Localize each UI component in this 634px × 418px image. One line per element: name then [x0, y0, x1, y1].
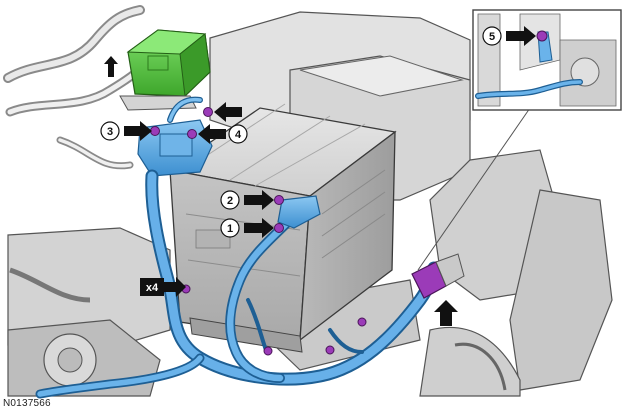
- arrows: [104, 26, 536, 326]
- callout-3-label: 3: [107, 126, 113, 138]
- arrow-2: [244, 190, 274, 210]
- callout-5: 5: [482, 26, 502, 46]
- quantity-tag-label: x4: [146, 282, 159, 294]
- battery: [168, 103, 397, 353]
- arrow-3: [124, 121, 152, 141]
- clip-c: [325, 345, 335, 355]
- arrow-x4: [164, 277, 186, 297]
- callout-2: 2: [220, 190, 240, 210]
- arrow-5: [506, 26, 536, 46]
- nut-1: [274, 223, 284, 233]
- arrow-connector: [434, 300, 458, 326]
- arrow-4: [198, 124, 226, 144]
- callout-4-label: 4: [235, 129, 242, 141]
- callout-2-label: 2: [227, 195, 233, 207]
- clip-d: [357, 317, 367, 327]
- figure-id: N0137566: [3, 398, 51, 409]
- callout-4: 4: [228, 124, 248, 144]
- nut-top: [203, 107, 213, 117]
- arrow-top: [214, 102, 242, 122]
- quantity-tag: x4: [140, 278, 164, 296]
- clip-b: [263, 346, 273, 356]
- fasteners: [150, 107, 465, 356]
- arrow-fusebox: [104, 56, 118, 77]
- callout-5-label: 5: [489, 31, 495, 43]
- callout-3: 3: [100, 121, 120, 141]
- arrow-1: [244, 218, 274, 238]
- callout-1-label: 1: [227, 223, 233, 235]
- inset-detail-view: [417, 9, 622, 271]
- callout-1: 1: [220, 218, 240, 238]
- inset-nut: [536, 30, 548, 42]
- nut-4: [187, 129, 197, 139]
- nut-2: [274, 195, 284, 205]
